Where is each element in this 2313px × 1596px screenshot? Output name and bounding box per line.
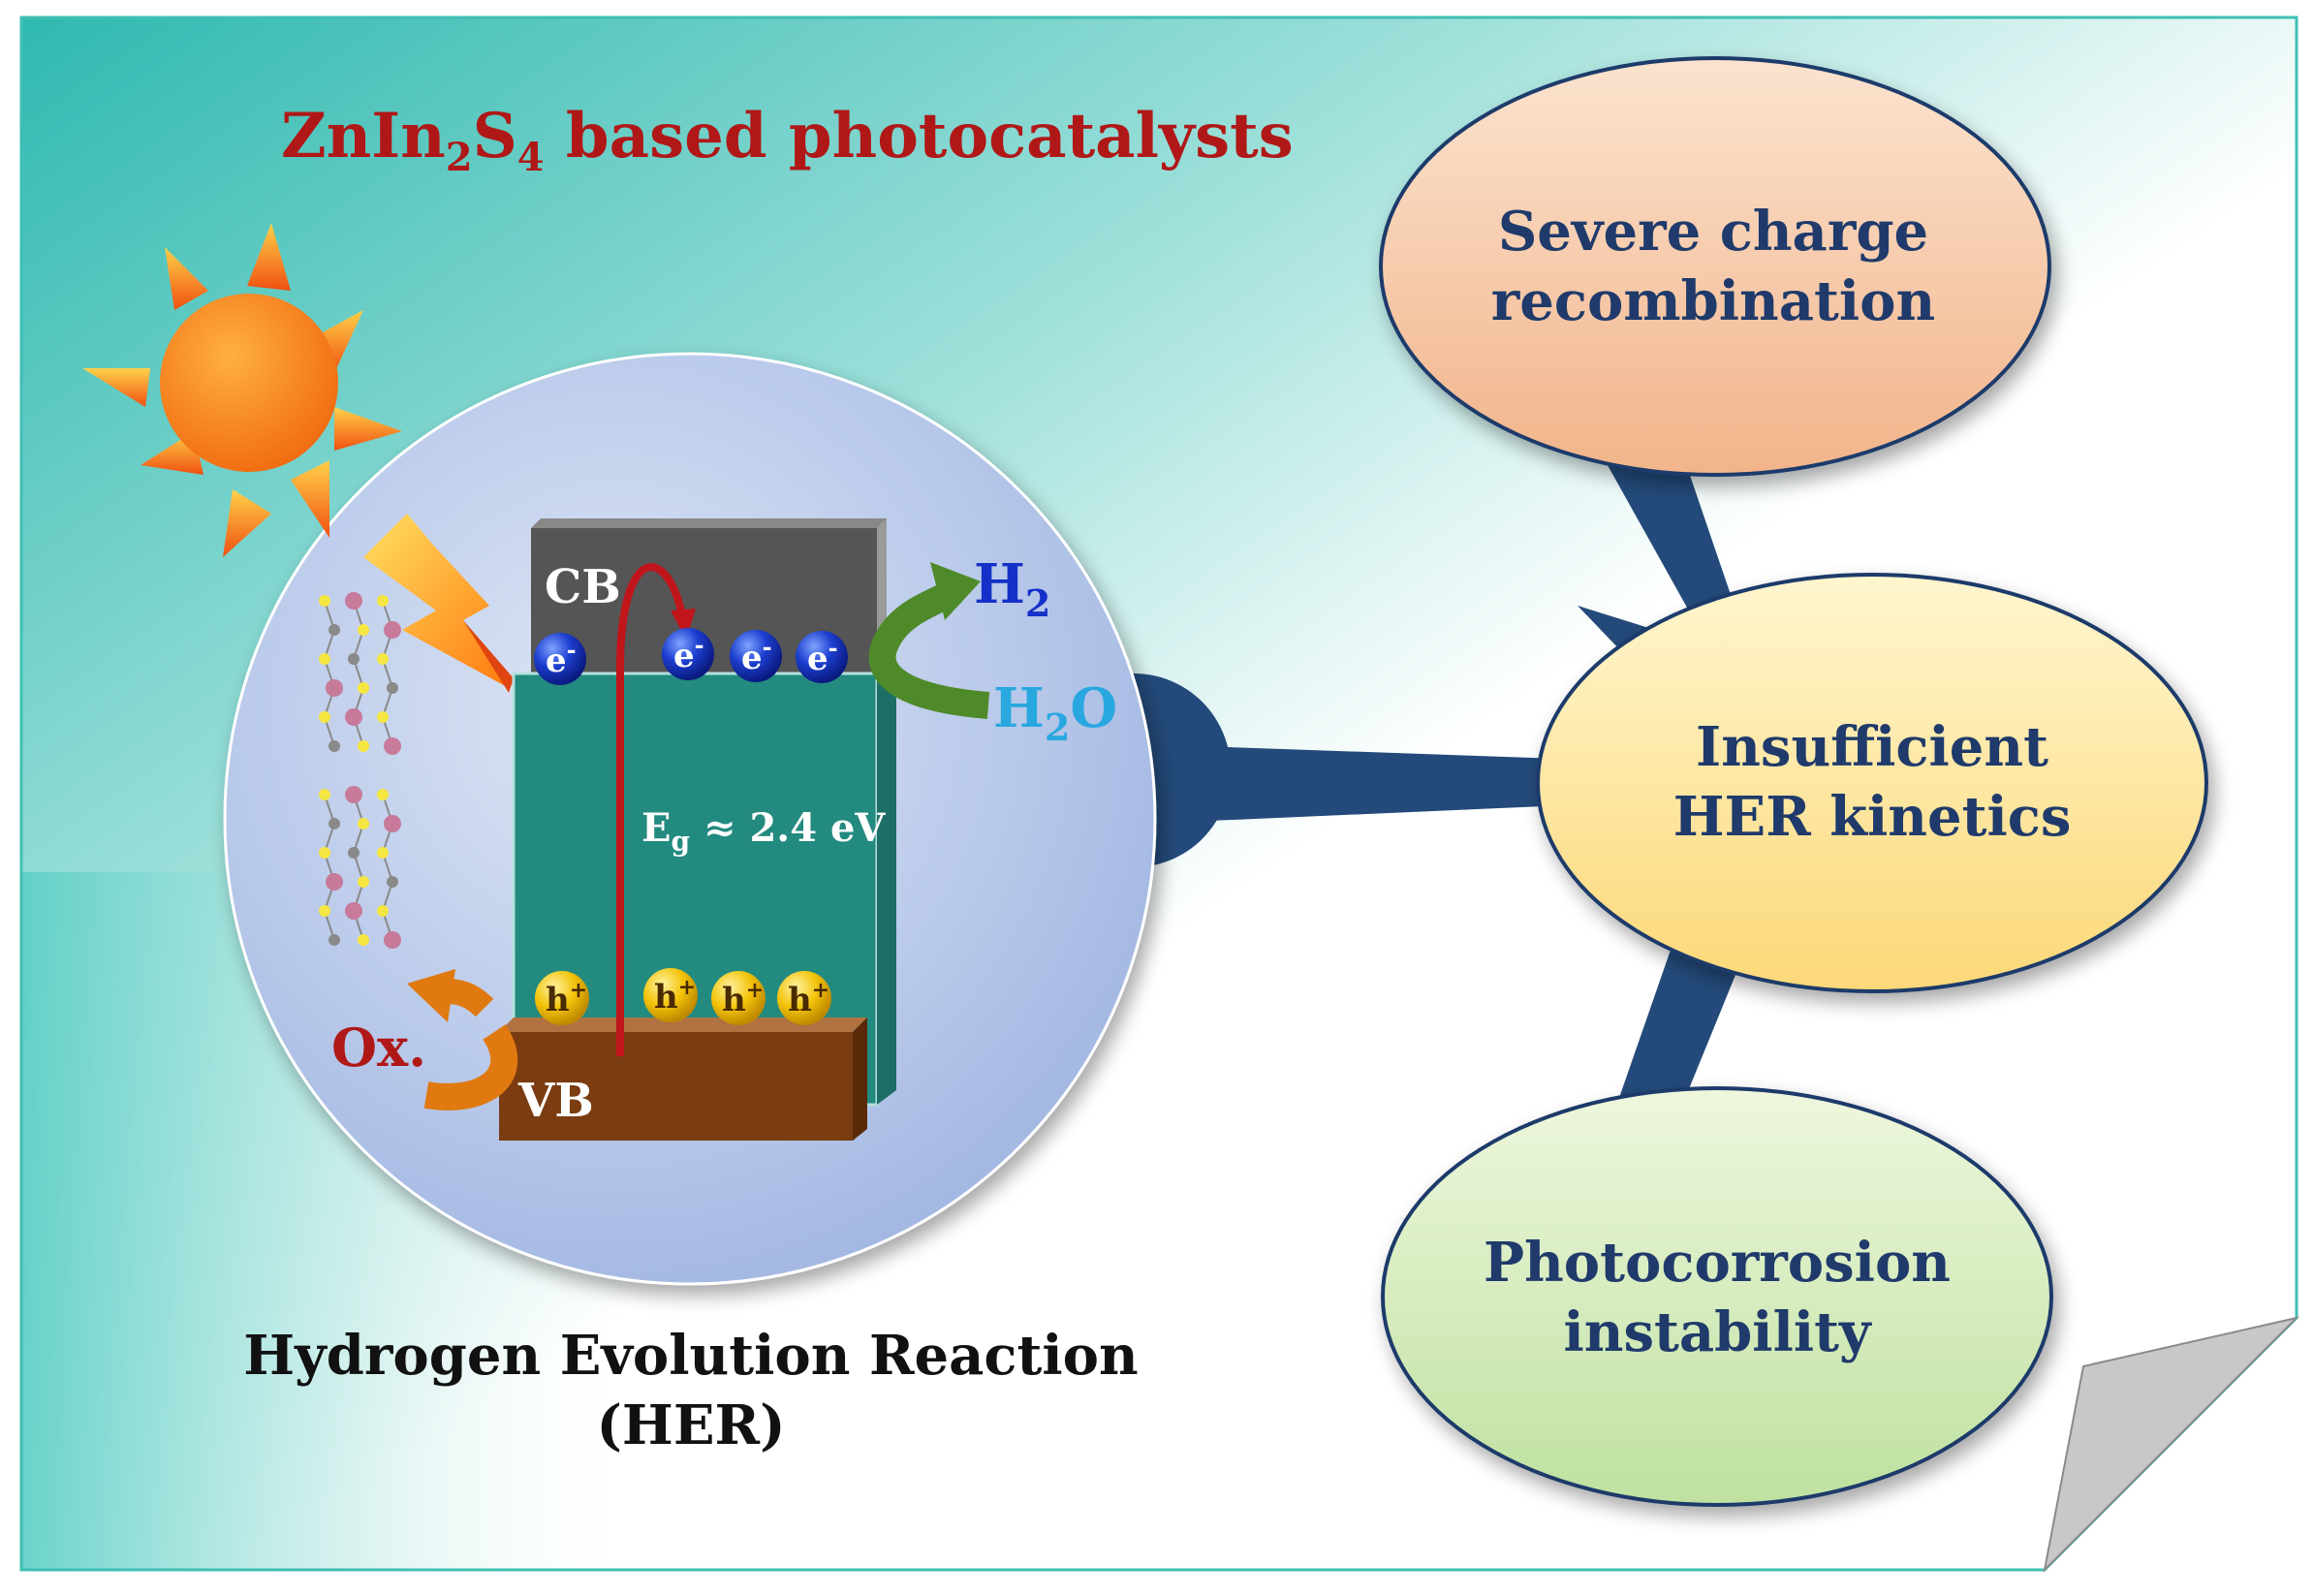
valence-band-block: [499, 1032, 853, 1141]
vb-label: VB: [517, 1074, 594, 1128]
svg-text:h+: h+: [788, 978, 829, 1019]
svg-text:h+: h+: [654, 975, 696, 1017]
svg-text:h+: h+: [546, 978, 587, 1019]
challenge-recombination: Severe charge recombination: [1379, 56, 2051, 477]
electrons: e- e- e- e-: [534, 628, 848, 685]
electron: e-: [730, 630, 782, 682]
reduction-arrow: [868, 562, 990, 719]
challenge-recombination-line1: Severe charge: [1498, 200, 1928, 264]
challenge-her-kinetics-line1: Insufficient: [1696, 715, 2048, 779]
h2o-label: H2O: [993, 676, 1117, 749]
caption-line2: (HER): [596, 1393, 785, 1457]
hole: h+: [711, 971, 766, 1025]
challenge-recombination-line2: recombination: [1491, 269, 1935, 333]
svg-text:e-: e-: [807, 634, 838, 678]
h2-label: H2: [974, 552, 1050, 625]
cb-label: CB: [545, 560, 621, 614]
challenge-her-kinetics-line2: HER kinetics: [1673, 785, 2072, 849]
challenge-photocorrosion-line1: Photocorrosion: [1484, 1231, 1951, 1295]
challenge-her-kinetics: Insufficient HER kinetics: [1536, 573, 2208, 993]
sun-icon: [82, 223, 402, 557]
lightning-bolt-icon: [363, 514, 514, 693]
excitation-arrow: [616, 563, 687, 1056]
crystal-structure-icon: [319, 592, 401, 949]
electron: e-: [534, 633, 586, 685]
holes: h+ h+ h+ h+: [535, 968, 831, 1025]
ox-label: Ox.: [331, 1017, 426, 1079]
svg-text:h+: h+: [722, 978, 764, 1019]
electron: e-: [796, 631, 848, 683]
band-gap-label: Eg ≈ 2.4 eV: [641, 805, 886, 858]
electron: e-: [662, 628, 714, 680]
svg-text:e-: e-: [741, 633, 772, 677]
svg-text:e-: e-: [673, 631, 704, 675]
band-structure: CB VB Eg ≈ 2.4 eV: [499, 518, 896, 1141]
hole: h+: [535, 971, 589, 1025]
folded-corner: [2043, 1316, 2300, 1574]
caption-line1: Hydrogen Evolution Reaction: [243, 1324, 1138, 1388]
diagram-title: ZnIn2S4 based photocatalysts: [281, 100, 1294, 180]
oxidation-arrow: [407, 969, 518, 1111]
svg-text:e-: e-: [546, 636, 577, 680]
challenge-photocorrosion-line2: instability: [1563, 1300, 1872, 1364]
hole: h+: [643, 968, 698, 1022]
hole: h+: [777, 971, 831, 1025]
challenge-photocorrosion: Photocorrosion instability: [1381, 1086, 2053, 1507]
